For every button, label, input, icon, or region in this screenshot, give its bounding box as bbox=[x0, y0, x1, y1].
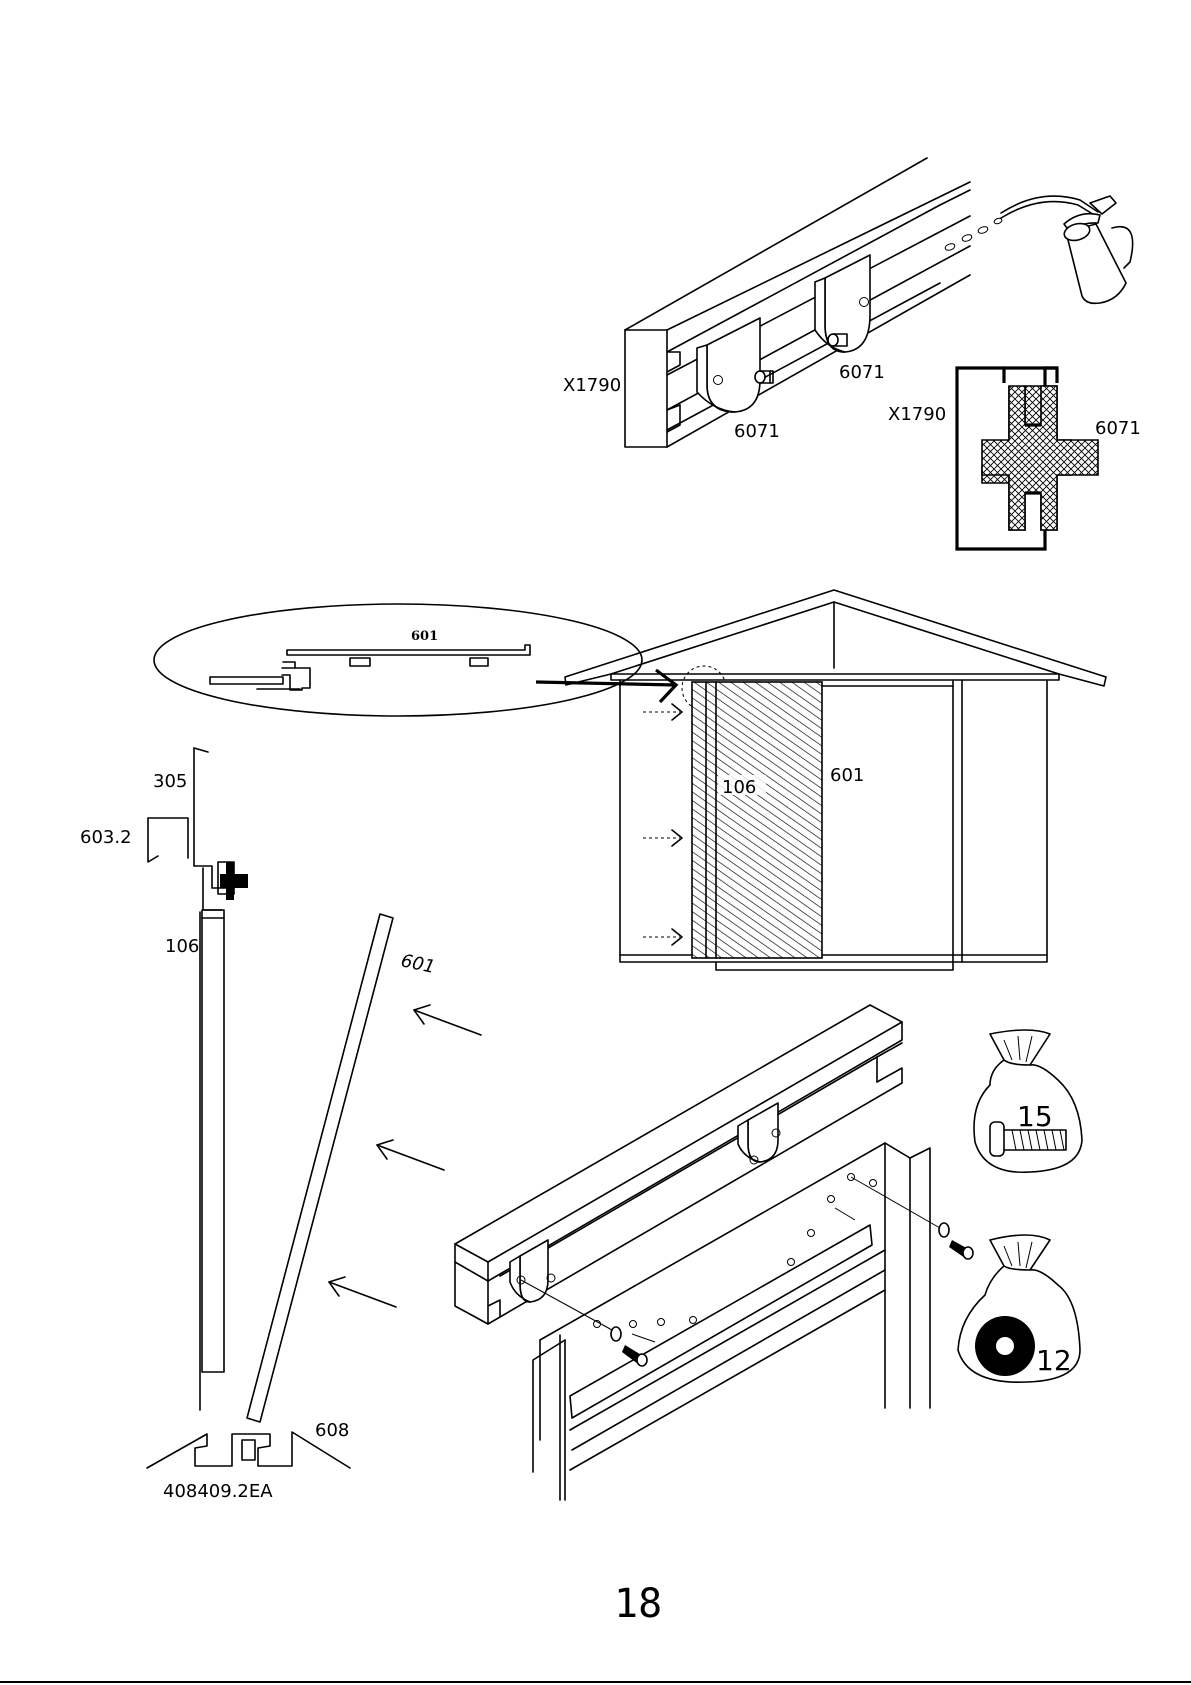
base-profile-608: 608 408409.2EA bbox=[147, 1420, 350, 1502]
slider-6071-a bbox=[697, 318, 773, 412]
slider-label-a: 6071 bbox=[839, 362, 885, 383]
screw-icon bbox=[622, 1240, 973, 1366]
screw-bag-icon: 15 bbox=[974, 1030, 1082, 1172]
rail-cross-section: X1790 6071 bbox=[888, 368, 1141, 549]
section-label-slider: 6071 bbox=[1095, 418, 1141, 439]
profile-section-left: 305 603.2 106 bbox=[80, 748, 248, 1410]
rail-label-top: X1790 bbox=[563, 375, 621, 396]
washer-icon bbox=[611, 1223, 949, 1341]
arrow-icon bbox=[329, 1005, 481, 1307]
door-rail-illustration bbox=[455, 1005, 973, 1500]
shed-illustration: 106 601 bbox=[565, 590, 1106, 970]
base-code-label: 408409.2EA bbox=[163, 1481, 273, 1502]
profile-label-106: 106 bbox=[165, 936, 199, 957]
detail-callout-601: 601 bbox=[154, 604, 726, 716]
strip-601: 601 bbox=[247, 914, 437, 1422]
strip-label-601: 601 bbox=[399, 950, 437, 978]
profile-label-603-2: 603.2 bbox=[80, 827, 132, 848]
oil-can-icon bbox=[1001, 196, 1133, 303]
base-label-608: 608 bbox=[315, 1420, 349, 1441]
slider-6071-b bbox=[815, 255, 870, 352]
detail-label-601: 601 bbox=[411, 629, 438, 644]
panel-label-601: 601 bbox=[830, 765, 864, 786]
section-label-rail: X1790 bbox=[888, 404, 946, 425]
panel-label-106: 106 bbox=[722, 777, 756, 798]
bag-qty-screws: 15 bbox=[1017, 1100, 1053, 1133]
washer-bag-icon: 12 bbox=[958, 1235, 1080, 1382]
page-number: 18 bbox=[614, 1581, 662, 1627]
bag-qty-washers: 12 bbox=[1036, 1344, 1072, 1377]
slider-label-b: 6071 bbox=[734, 421, 780, 442]
profile-label-305: 305 bbox=[153, 771, 187, 792]
